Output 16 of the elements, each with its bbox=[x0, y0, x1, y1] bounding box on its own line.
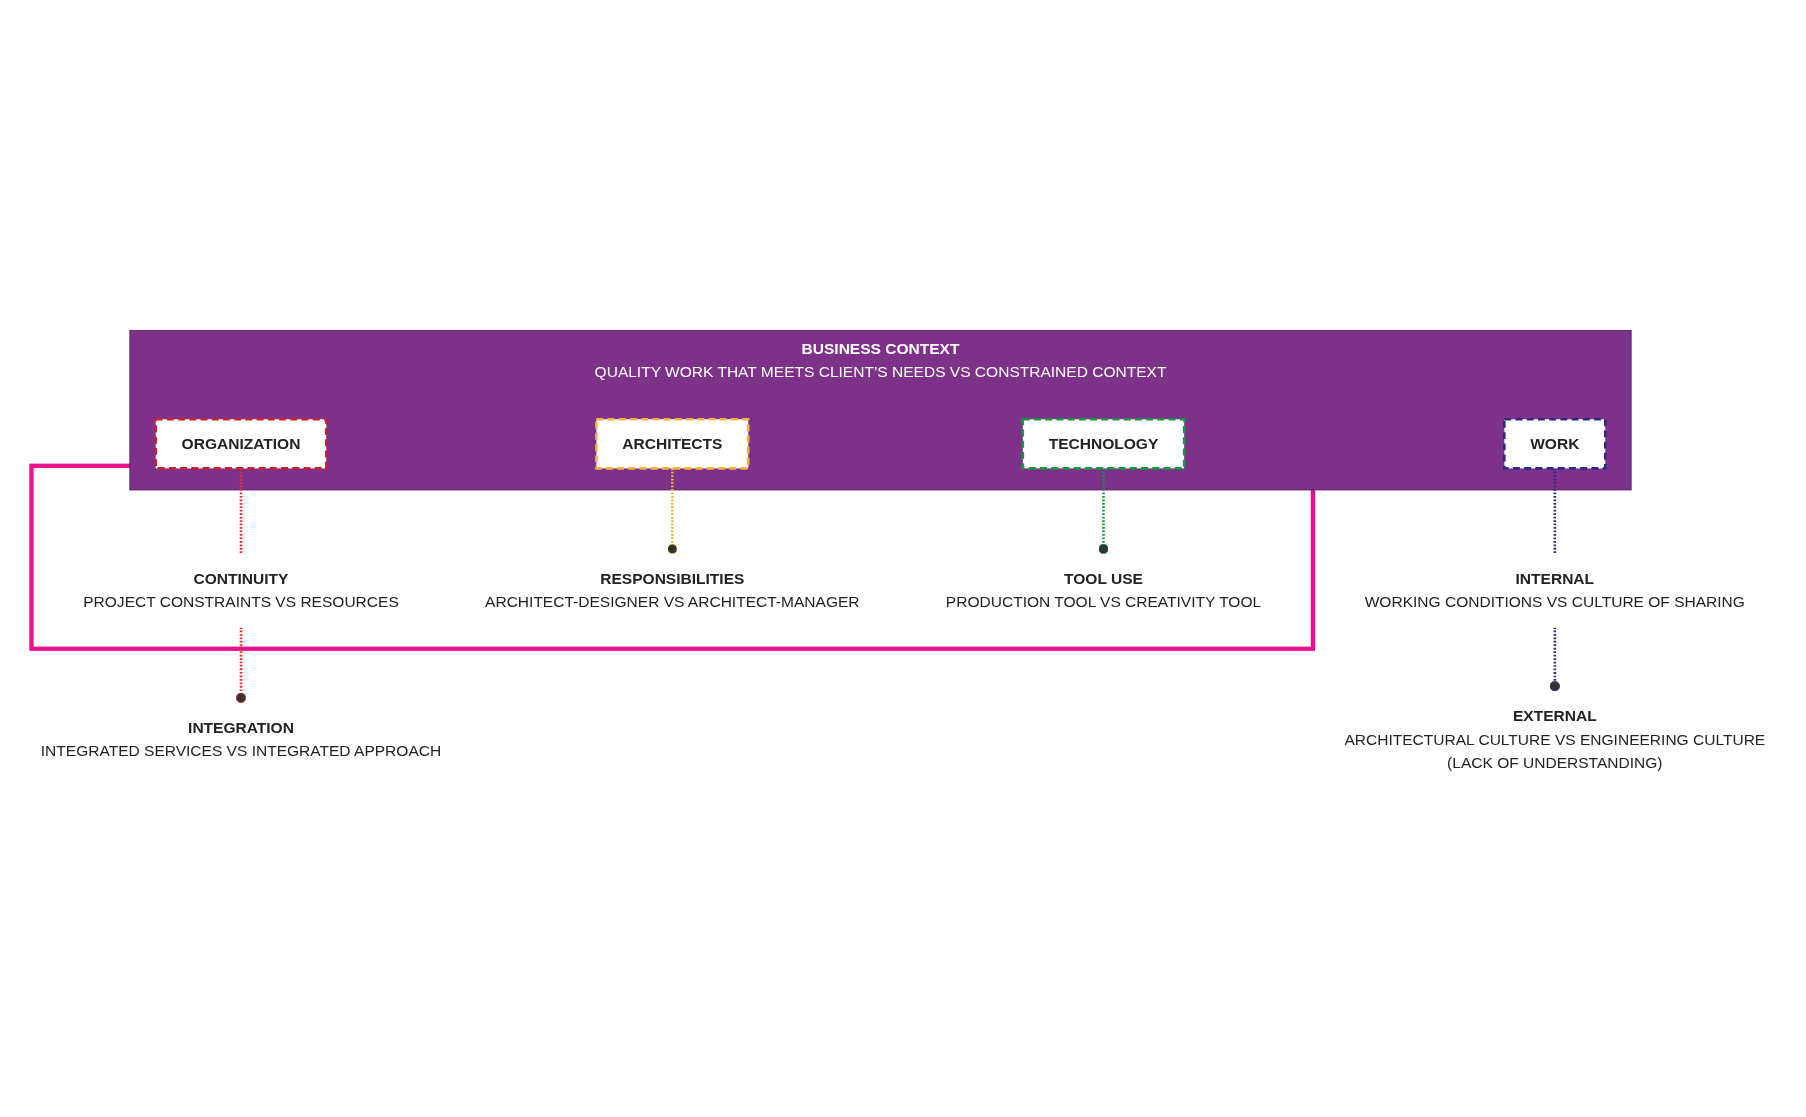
node-box: ORGANIZATION bbox=[154, 417, 328, 470]
node-text: RESPONSIBILITIES ARCHITECT-DESIGNER VS ARCHITECT-MANAGER bbox=[485, 569, 860, 611]
connector bbox=[667, 467, 678, 555]
node-box: TECHNOLOGY bbox=[1021, 417, 1186, 470]
node-box: WORK bbox=[1503, 417, 1607, 470]
node-text: EXTERNAL ARCHITECTURAL CULTURE VS ENGINEERING CULTURE (LACK OF UNDERSTANDING) bbox=[1344, 706, 1766, 771]
node-box: ARCHITECTS bbox=[595, 417, 750, 470]
connector bbox=[235, 626, 247, 703]
connector bbox=[1549, 626, 1560, 692]
connector bbox=[1098, 467, 1109, 555]
node-text: INTERNAL WORKING CONDITIONS VS CULTURE OF SHARING bbox=[1364, 569, 1745, 611]
connector bbox=[1553, 467, 1557, 555]
node-text: TOOL USE PRODUCTION TOOL VS CREATIVITY TOOL bbox=[945, 569, 1262, 611]
cluster bbox=[29, 463, 1316, 651]
node-text: CONTINUITY PROJECT CONSTRAINTS VS RESOURCES bbox=[83, 569, 399, 611]
node-text: INTEGRATION INTEGRATED SERVICES VS INTEGRATED APPROACH bbox=[40, 718, 442, 760]
